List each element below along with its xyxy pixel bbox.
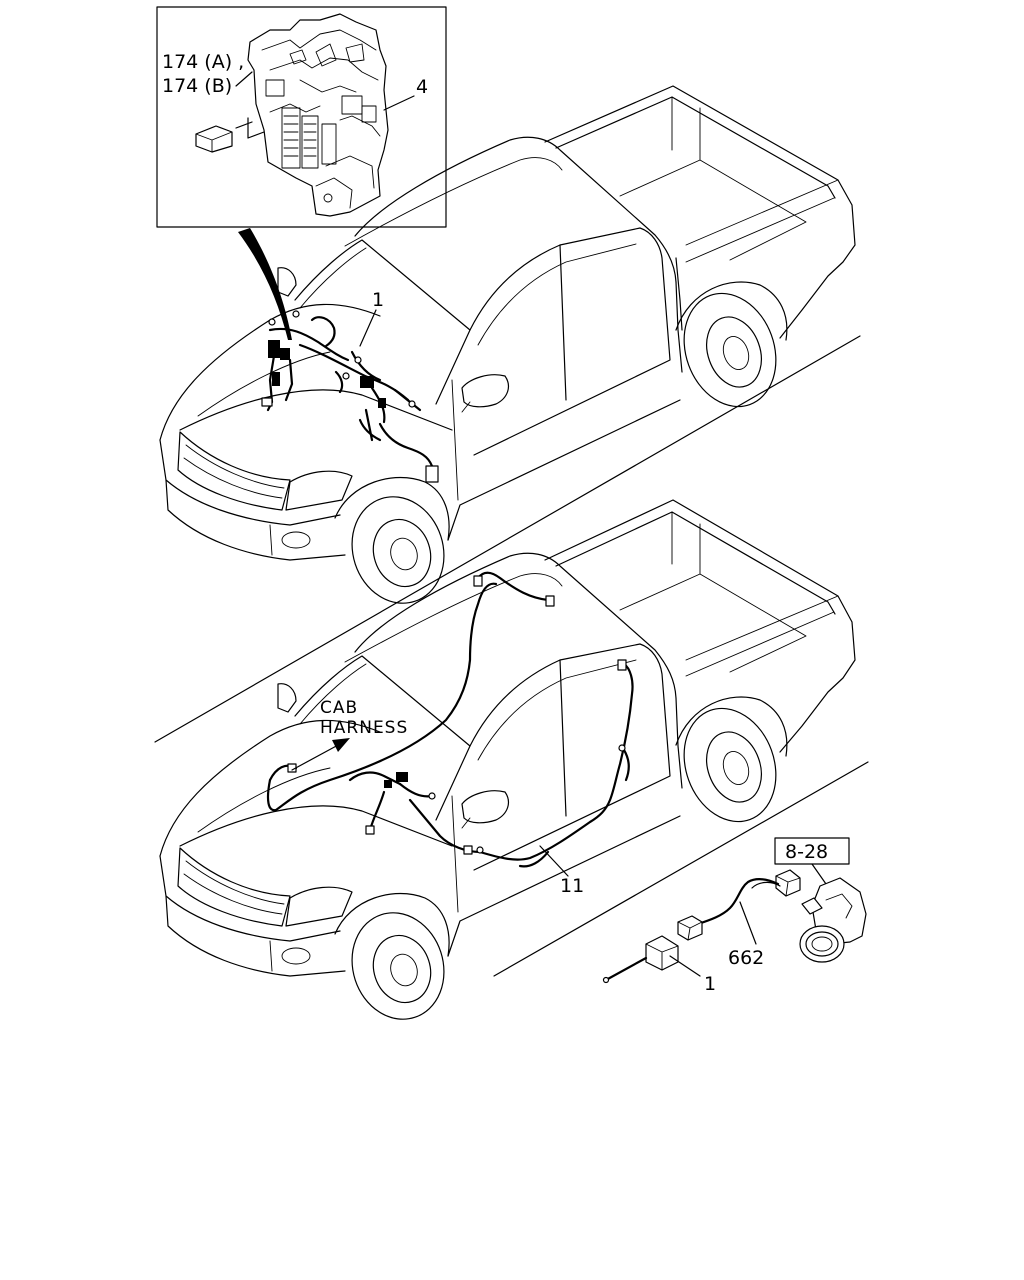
label-part-1-top: 1 [372, 289, 384, 311]
label-174a: 174 (A) , [162, 51, 244, 73]
label-174b: 174 (B) [162, 75, 232, 97]
label-part-1-detail: 1 [704, 973, 716, 995]
label-part-11: 11 [560, 875, 584, 897]
section-divider-lines [154, 335, 869, 977]
cab-harness-arrow [291, 738, 350, 771]
fuse-block-drawing [247, 13, 389, 217]
label-cab: CAB [320, 698, 358, 718]
truck-top [159, 85, 856, 604]
inset-pointer [238, 228, 292, 340]
label-part-662: 662 [728, 947, 764, 969]
leader-part-1-top [359, 309, 377, 347]
inset-fuse-block-detail: 174 (A) , 174 (B) 4 [156, 6, 447, 228]
label-ref-8-28: 8-28 [785, 841, 828, 863]
fuse-part-drawing [195, 125, 233, 153]
cab-harness-wiring [266, 571, 634, 868]
label-harness: HARNESS [320, 718, 408, 738]
wire-harness-top [261, 310, 439, 483]
truck-bottom: CAB HARNESS 11 [159, 499, 856, 1020]
detail-cable-assembly: 8-28 662 1 [602, 837, 867, 995]
label-part-4: 4 [416, 76, 428, 98]
